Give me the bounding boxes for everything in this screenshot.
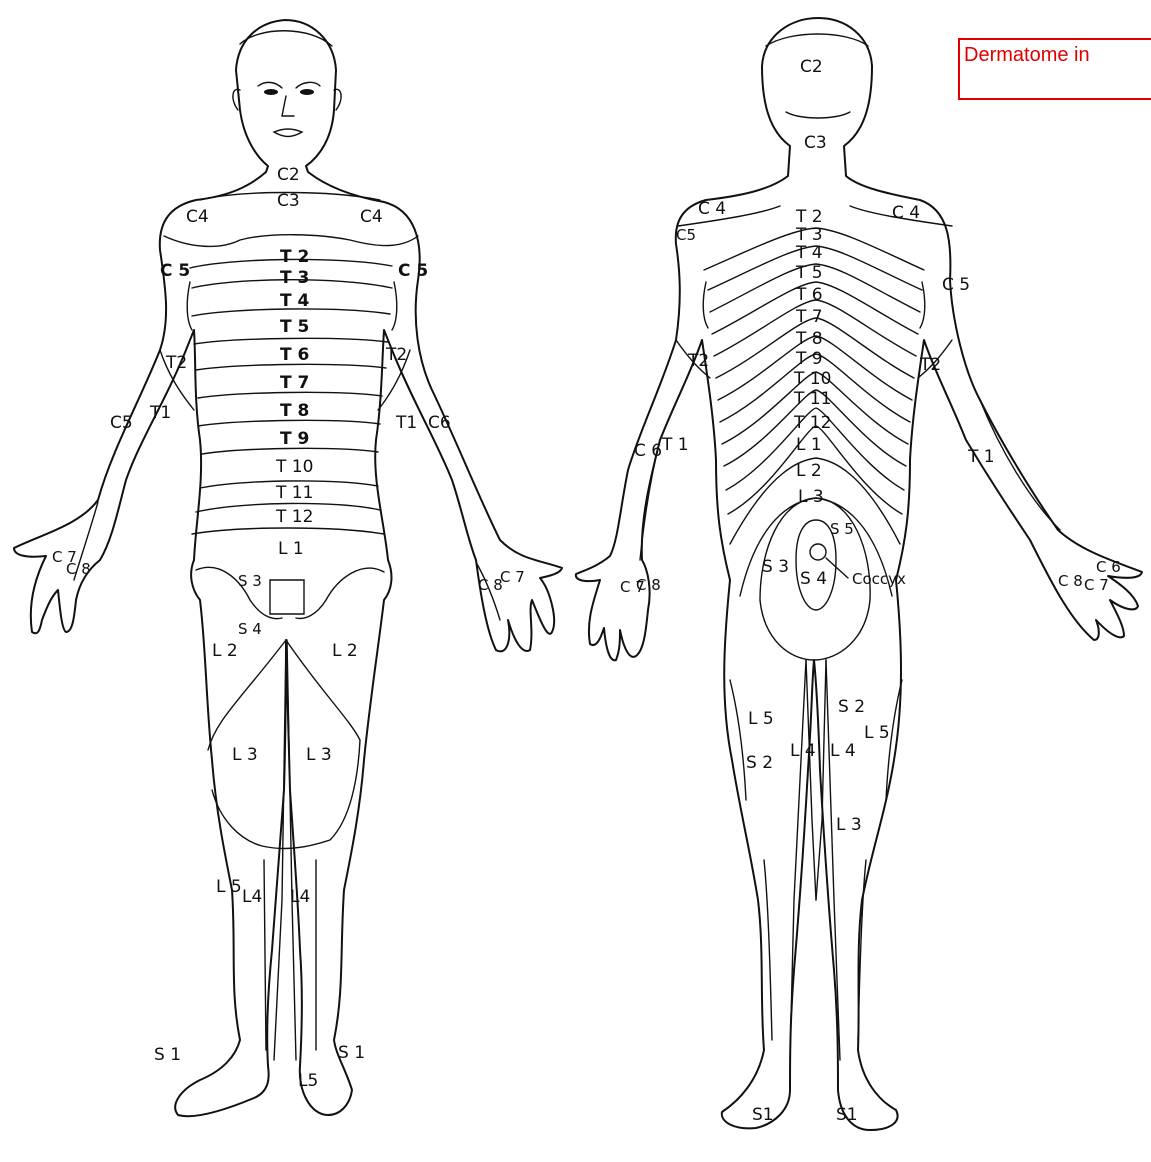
label-back-c6-right: C 6 [1096, 558, 1121, 576]
label-front-l5-foot: L5 [298, 1071, 318, 1091]
front-face [233, 31, 341, 137]
label-back-t9: T 9 [795, 349, 823, 369]
label-front-t12: T 12 [275, 507, 313, 527]
label-front-s4: S 4 [238, 620, 262, 638]
annotation-box: Dermatome in [958, 38, 1151, 100]
label-back-l4-left: L 4 [790, 741, 816, 761]
label-front-l3-left: L 3 [232, 745, 258, 765]
annotation-title: Dermatome in [964, 44, 1090, 67]
label-back-t11: T 11 [793, 389, 831, 409]
label-front-c8-left: C 8 [66, 560, 91, 578]
label-back-t10: T 10 [793, 369, 831, 389]
label-back-s2-left: S 2 [746, 753, 773, 773]
label-back-t4: T 4 [795, 243, 823, 263]
label-back-c3: C3 [804, 133, 827, 153]
label-front-t4: T 4 [280, 291, 310, 311]
label-back-c8-left: C 8 [636, 576, 661, 594]
label-front-t11: T 11 [275, 483, 313, 503]
label-back-t2-left: T2 [687, 351, 709, 371]
label-front-s3: S 3 [238, 572, 262, 590]
label-back-c5-shoulder: C5 [676, 226, 696, 244]
label-back-t3: T 3 [795, 225, 823, 245]
label-front-c5-right: C 5 [398, 261, 428, 281]
label-front-c7-right: C 7 [500, 568, 525, 586]
label-front-c4-left: C4 [186, 207, 209, 227]
label-back-l5-left: L 5 [748, 709, 774, 729]
label-front-t8: T 8 [280, 401, 309, 421]
label-back-s2-right: S 2 [838, 697, 865, 717]
label-front-l2-right: L 2 [332, 641, 358, 661]
label-back-s5: S 5 [830, 520, 854, 538]
label-back-l4-right: L 4 [830, 741, 856, 761]
label-back-c5-right: C 5 [942, 275, 970, 295]
label-front-c5-left: C 5 [160, 261, 190, 281]
label-back-t6: T 6 [795, 285, 823, 305]
label-front-t2-right: T2 [385, 345, 407, 365]
label-front-t9: T 9 [280, 429, 309, 449]
label-front-l2-left: L 2 [212, 641, 238, 661]
label-front-t2-left: T2 [165, 353, 187, 373]
label-front-s1-left: S 1 [154, 1045, 181, 1065]
label-back-t2: T 2 [795, 207, 823, 227]
label-front-t2: T 2 [280, 247, 309, 267]
label-back-c7-right: C 7 [1084, 576, 1109, 594]
label-back-s1-right: S1 [836, 1105, 858, 1125]
label-front-l5-left: L 5 [216, 877, 242, 897]
label-back-c4-right: C 4 [892, 203, 920, 223]
label-front-c6-right: C6 [428, 413, 451, 433]
label-back-c2: C2 [800, 57, 823, 77]
label-back-t1-right: T 1 [967, 447, 995, 467]
label-front-l3-right: L 3 [306, 745, 332, 765]
label-back-t8: T 8 [795, 329, 823, 349]
label-front-t1-right: T1 [395, 413, 417, 433]
label-back-t2-right: T2 [919, 355, 941, 375]
label-back-s3: S 3 [762, 557, 789, 577]
label-back-t12: T 12 [793, 413, 831, 433]
front-labels: C2 C3 C4 C4 C 5 C 5 T 2 T 3 T 4 T 5 T 6 … [52, 165, 525, 1091]
label-back-l2: L 2 [796, 461, 822, 481]
back-dermatome-lines [640, 34, 1060, 1060]
label-front-l4-right: L4 [290, 887, 310, 907]
label-front-c3: C3 [277, 191, 300, 211]
label-front-t1-left: T1 [149, 403, 171, 423]
label-front-l4-left: L4 [242, 887, 262, 907]
label-front-t7: T 7 [280, 373, 309, 393]
label-back-c4-left: C 4 [698, 199, 726, 219]
label-back-l1: L 1 [796, 435, 822, 455]
label-back-t1-left: T 1 [661, 435, 689, 455]
label-front-c4-right: C4 [360, 207, 383, 227]
label-back-coccyx: Coccyx [852, 570, 906, 588]
label-back-t5: T 5 [795, 263, 823, 283]
label-front-t6: T 6 [280, 345, 309, 365]
label-back-t7: T 7 [795, 307, 823, 327]
label-back-s1-left: S1 [752, 1105, 774, 1125]
label-front-s1-right: S 1 [338, 1043, 365, 1063]
label-front-c5-arm: C5 [110, 413, 133, 433]
label-back-c8-right: C 8 [1058, 572, 1083, 590]
label-back-s4: S 4 [800, 569, 827, 589]
label-back-c6-left: C 6 [634, 441, 662, 461]
label-front-c2: C2 [277, 165, 300, 185]
label-back-l3-upper: L 3 [798, 487, 824, 507]
label-back-l5-right: L 5 [864, 723, 890, 743]
label-front-l1: L 1 [278, 539, 304, 559]
label-front-t3: T 3 [280, 268, 309, 288]
label-back-l3-lower: L 3 [836, 815, 862, 835]
label-front-t5: T 5 [280, 317, 309, 337]
label-front-t10: T 10 [275, 457, 313, 477]
